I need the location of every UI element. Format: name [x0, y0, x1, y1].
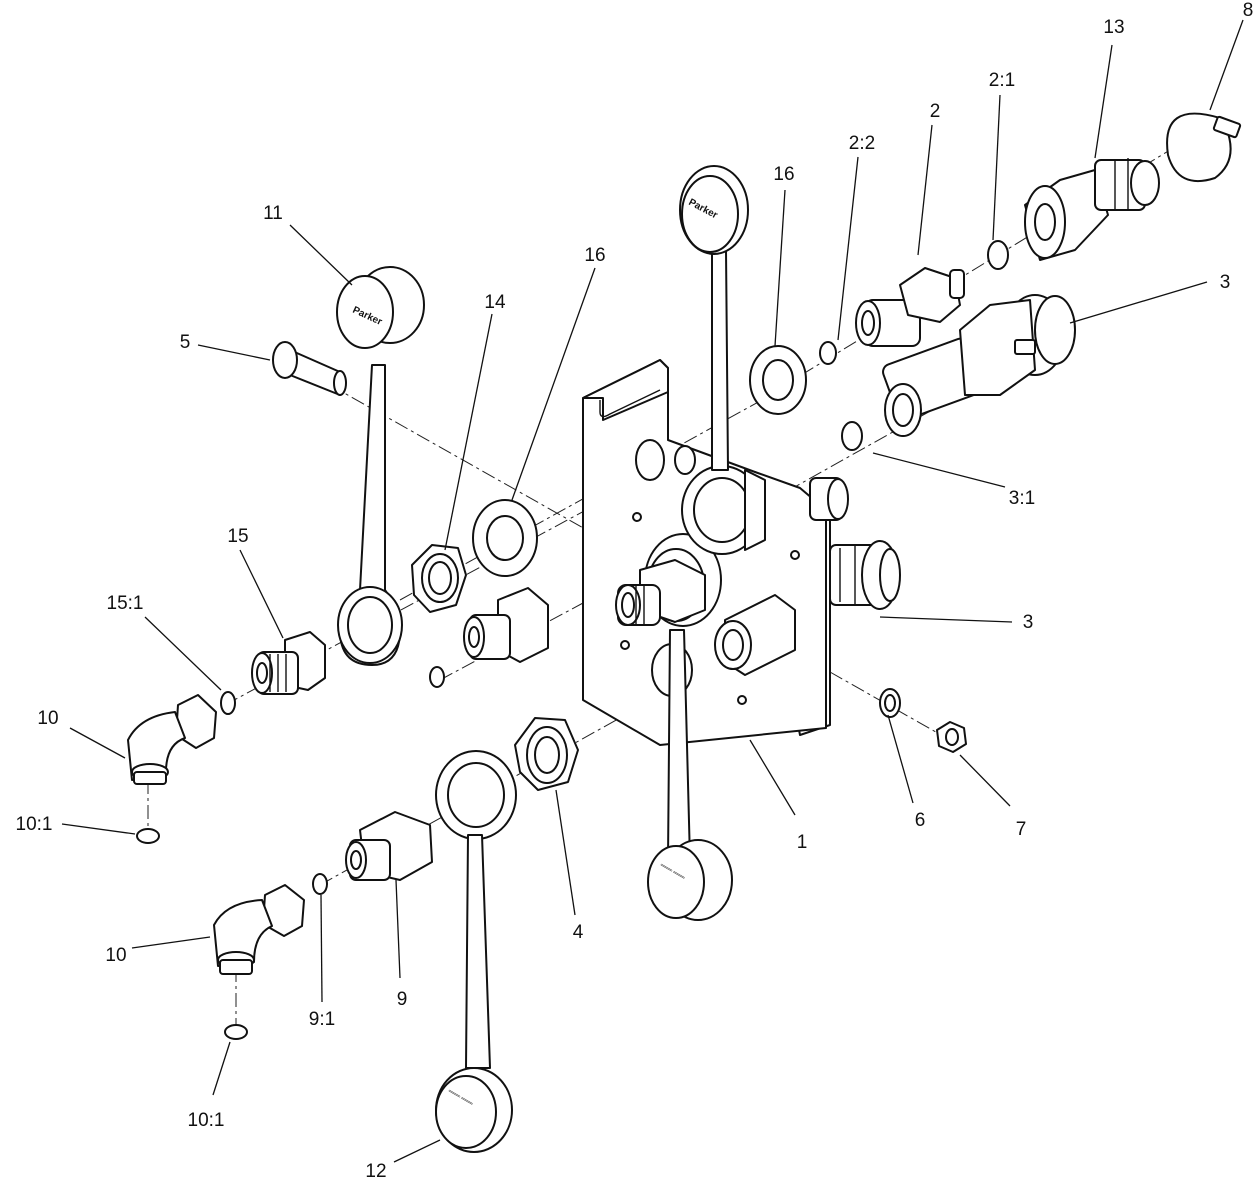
- o-ring-9-1: [312, 873, 328, 895]
- callout-9: 9: [397, 989, 408, 1010]
- o-ring-mid: [429, 666, 445, 688]
- callout-15-1: 15:1: [107, 593, 144, 614]
- nut-7: [936, 721, 967, 753]
- callout-15: 15: [227, 526, 248, 547]
- bolt-5: [272, 341, 347, 396]
- callout-7: 7: [1016, 819, 1027, 840]
- callout-4: 4: [573, 922, 584, 943]
- plate-bushing: [714, 594, 796, 676]
- elbow-10-lower: [213, 884, 305, 975]
- plate-port-fitting: [615, 533, 722, 627]
- nut-4: [514, 717, 579, 791]
- lock-washer-6: [879, 688, 901, 718]
- callout-2: 2: [930, 101, 941, 122]
- callout-12: 12: [365, 1161, 386, 1182]
- callout-5: 5: [180, 332, 191, 353]
- dust-cap-11: Parker: [336, 266, 425, 666]
- fitting-9: [345, 811, 433, 881]
- callout-16-right: 16: [773, 164, 794, 185]
- callout-9-1: 9:1: [309, 1009, 335, 1030]
- plate-tether-ring: [681, 465, 766, 555]
- o-ring-10-1-lower: [224, 1024, 248, 1040]
- o-ring-10-1-upper: [136, 828, 160, 844]
- elbow-10-upper: [127, 694, 217, 785]
- callout-10-1-lower: 10:1: [188, 1110, 225, 1131]
- callout-13: 13: [1103, 17, 1124, 38]
- o-ring-2-1: [987, 240, 1009, 270]
- mounted-coupler-upper: [809, 477, 849, 521]
- coupler-3-upper: [882, 294, 1076, 437]
- callout-8: 8: [1243, 0, 1254, 21]
- leader-lines: [61, 19, 1244, 1163]
- callout-16-left: 16: [584, 245, 605, 266]
- callout-3-1: 3:1: [1009, 488, 1035, 509]
- o-ring-3-1: [841, 421, 863, 451]
- callout-14: 14: [484, 292, 506, 313]
- callout-1: 1: [797, 832, 808, 853]
- callout-3-lower: 3: [1023, 612, 1034, 633]
- adapter-2: [855, 267, 965, 347]
- washer-16-right: [749, 345, 807, 415]
- fitting-mid: [463, 587, 549, 663]
- ring-cap-8: [1166, 112, 1242, 183]
- o-ring-2-2: [819, 341, 837, 365]
- dust-cap-top: Parker: [679, 165, 749, 471]
- dust-cap-lower-plate: ═══ ═══: [647, 629, 733, 921]
- callout-2-1: 2:1: [989, 70, 1015, 91]
- callout-11: 11: [263, 203, 283, 224]
- callout-2-2: 2:2: [849, 133, 875, 154]
- coupler-13: [1024, 158, 1160, 261]
- fitting-15: [251, 631, 326, 695]
- callout-10-lower: 10: [105, 945, 126, 966]
- dust-cap-12: ═══ ═══: [435, 750, 517, 1153]
- mounted-coupler-lower: [829, 540, 901, 610]
- o-ring-15-1: [220, 691, 236, 715]
- nut-14: [411, 544, 467, 613]
- callout-labels: 1 2 2:1 2:2 3 3 3:1 4 5 6 7 8 9 9:1 10 1…: [16, 0, 1254, 1182]
- washer-16-left: [472, 499, 538, 577]
- callout-10-1-upper: 10:1: [16, 814, 53, 835]
- callout-10-upper: 10: [37, 708, 58, 729]
- callout-6: 6: [915, 810, 926, 831]
- callout-3-upper: 3: [1220, 272, 1231, 293]
